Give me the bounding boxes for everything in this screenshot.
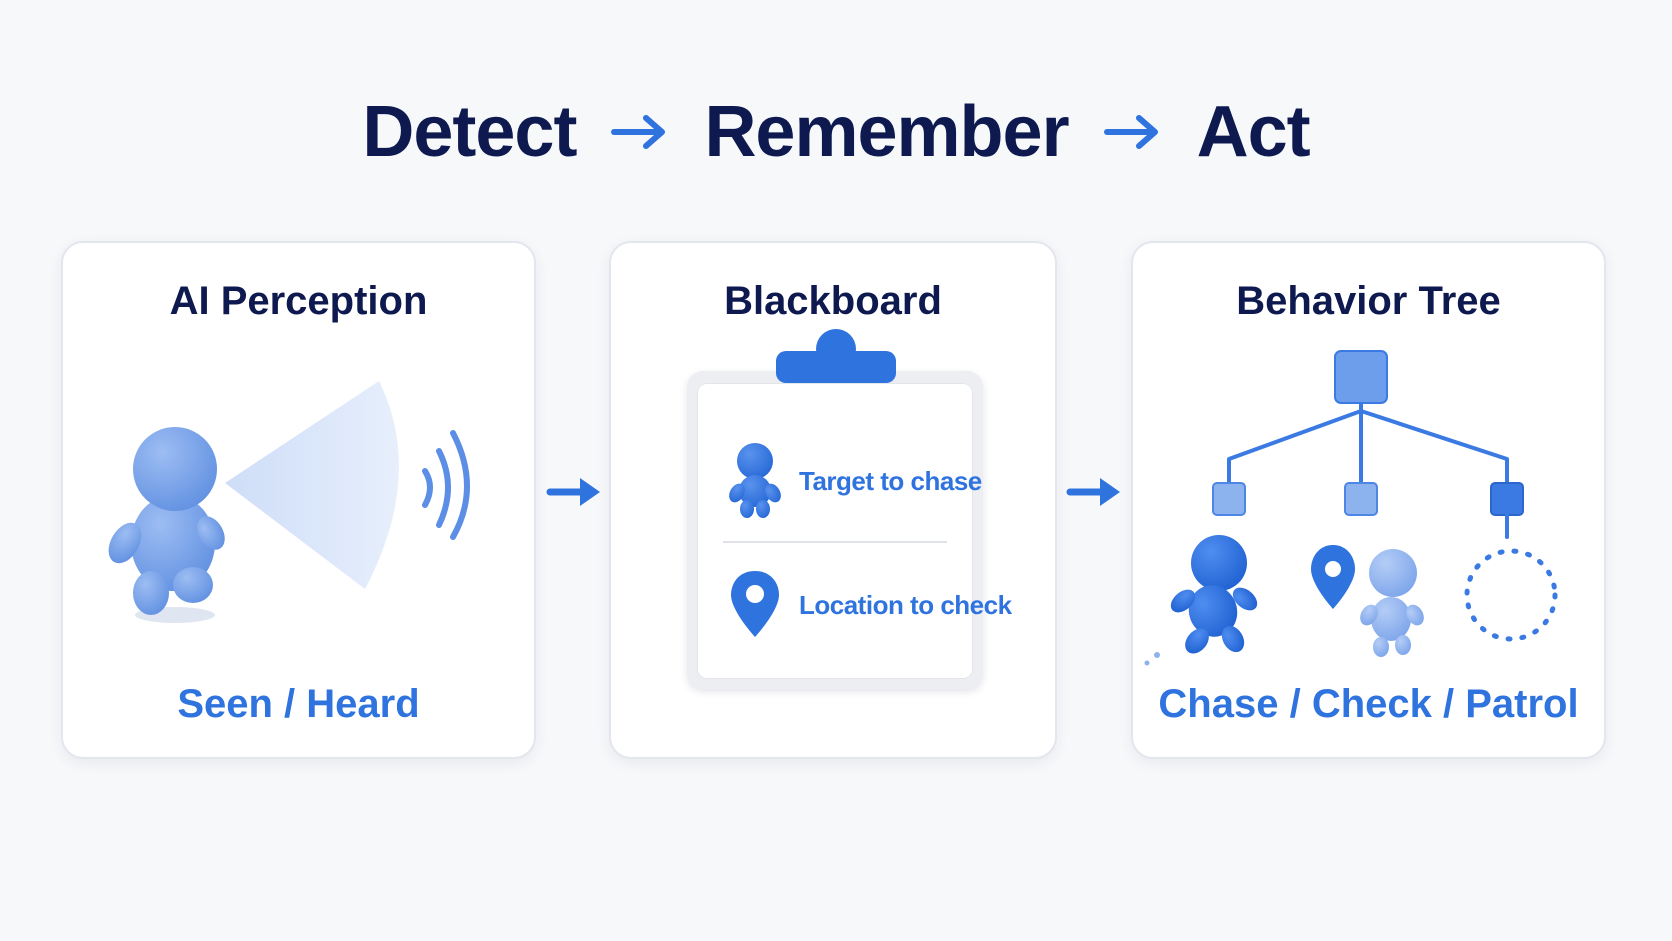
character-icon — [108, 427, 225, 623]
blackboard-row-label: Target to chase — [799, 465, 982, 496]
card-behavior-tree: Behavior Tree — [1131, 241, 1606, 759]
card-blackboard: Blackboard — [609, 241, 1057, 759]
headline: Detect Remember Act — [0, 82, 1672, 182]
running-character-icon — [1144, 535, 1258, 666]
tree-child-node-chase — [1212, 482, 1246, 516]
headline-step-act: Act — [1196, 92, 1311, 172]
person-icon — [729, 443, 781, 518]
tree-child-node-check — [1344, 482, 1378, 516]
card-caption: Seen / Heard — [177, 682, 420, 726]
tree-connectors — [1227, 401, 1509, 485]
headline-step-remember: Remember — [704, 92, 1069, 172]
divider — [723, 541, 947, 543]
vision-cone-icon — [225, 381, 399, 589]
location-pin-icon — [1311, 545, 1355, 609]
card-ai-perception: AI Perception — [61, 241, 536, 759]
card-caption: Chase / Check / Patrol — [1158, 682, 1579, 726]
arrow-right-icon — [1066, 478, 1120, 506]
headline-step-detect: Detect — [362, 92, 577, 172]
character-icon — [1360, 549, 1424, 657]
behavior-tree-illustration — [1144, 350, 1558, 666]
clip-tab — [776, 351, 896, 383]
tree-root-node — [1334, 350, 1388, 404]
perception-illustration — [108, 381, 470, 623]
clipboard-icon: Target to chase Location to check — [687, 329, 1012, 689]
location-pin-icon — [731, 571, 779, 637]
blackboard-row-location: Location to check — [725, 565, 1012, 645]
card-title: Behavior Tree — [1236, 279, 1501, 323]
card-title: Blackboard — [724, 279, 942, 323]
sound-waves-icon — [422, 430, 470, 540]
arrow-right-icon — [1103, 115, 1158, 149]
arrow-right-icon — [611, 115, 666, 149]
clipboard-sheet: Target to chase Location to check — [697, 383, 1012, 679]
blackboard-row-target: Target to chase — [725, 441, 982, 521]
blackboard-row-label: Location to check — [799, 589, 1012, 620]
patrol-circle-icon — [1464, 548, 1558, 642]
tree-child-node-patrol — [1490, 482, 1524, 516]
arrow-right-icon — [546, 478, 600, 506]
card-title: AI Perception — [169, 279, 428, 323]
